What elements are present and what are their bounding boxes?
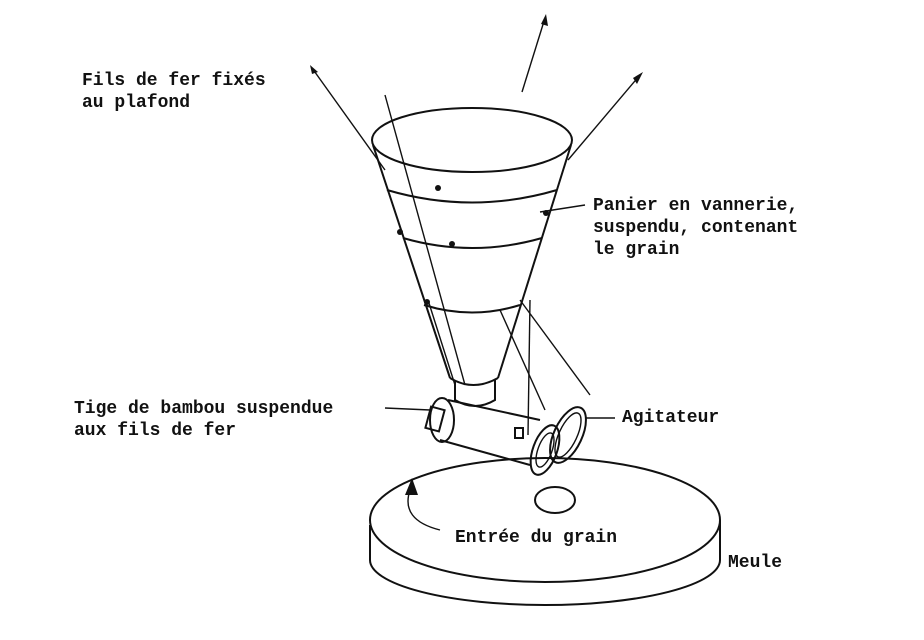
label-wires-line-2: au plafond — [82, 93, 191, 113]
grain-inlet-hole — [534, 486, 576, 514]
suspension-wires — [310, 14, 643, 436]
millstone — [369, 457, 721, 606]
rotation-arrow — [407, 489, 441, 531]
label-bamboo-line-1: Tige de bambou suspendue — [74, 399, 334, 419]
label-bamboo-line-2: aux fils de fer — [74, 421, 237, 441]
label-basket-line-3: le grain — [593, 240, 680, 260]
leader-lines — [384, 204, 615, 419]
agitator — [549, 406, 587, 464]
rotation-arrowhead — [405, 478, 418, 495]
label-basket-line-1: Panier en vannerie, — [593, 196, 799, 216]
label-basket-line-2: suspendu, contenant — [593, 218, 799, 238]
label-grain-inlet: Entrée du grain — [455, 528, 618, 548]
label-wires-line-1: Fils de fer fixés — [82, 71, 266, 91]
label-millstone: Meule — [728, 553, 783, 573]
bamboo-tube — [424, 397, 561, 476]
label-agitator: Agitateur — [622, 408, 720, 428]
basket — [371, 107, 573, 407]
